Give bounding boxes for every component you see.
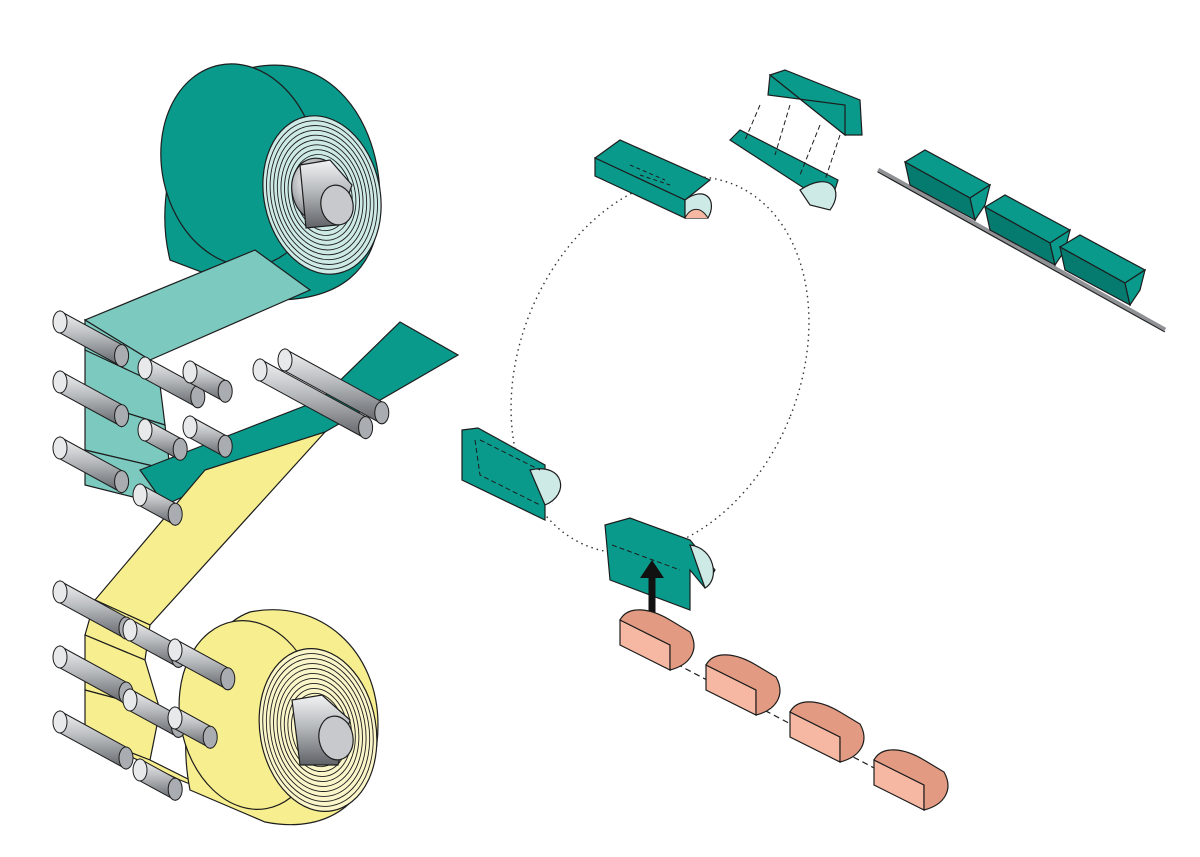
- guide-roller: [137, 356, 206, 409]
- wrapper-piece-left: [461, 427, 562, 521]
- yellow-film-roll: [178, 609, 379, 826]
- winding-ring: [276, 134, 368, 256]
- wrapped-product: [903, 149, 992, 222]
- wrapper-piece-bottom: [604, 517, 716, 611]
- guide-roller: [122, 618, 186, 669]
- guide-roller: [167, 638, 236, 691]
- guide-roller: [182, 360, 233, 404]
- product-piece: [873, 749, 949, 811]
- winding-ring: [265, 658, 371, 802]
- winding-ring: [269, 125, 375, 265]
- wrapped-product: [1058, 234, 1147, 307]
- guide-roller: [252, 358, 374, 440]
- guide-roller: [137, 418, 188, 462]
- conveyor-belt: [876, 167, 1167, 333]
- rotary-forming-cycle: [461, 69, 863, 640]
- guide-roller: [277, 348, 390, 425]
- winding-ring: [273, 668, 363, 792]
- guide-roller: [167, 706, 218, 750]
- teal-roll-hub-icon: [291, 157, 354, 229]
- guide-roller: [52, 710, 134, 770]
- winding-ring: [273, 129, 371, 261]
- forming-path-dotted-ellipse: [510, 176, 810, 554]
- guide-roller: [132, 483, 183, 527]
- winding-ring: [276, 673, 360, 787]
- salmon-product-pieces: [619, 609, 949, 811]
- product-piece: [789, 701, 865, 763]
- winding-ring: [283, 682, 353, 778]
- product-piece: [705, 654, 781, 716]
- guide-roller: [182, 415, 233, 459]
- guide-roller: [52, 436, 130, 494]
- winding-ring: [287, 149, 357, 241]
- winding-ring: [262, 653, 374, 807]
- wrapper-piece-top-left: [593, 139, 713, 219]
- teal-film-roll: [160, 63, 382, 301]
- guide-roller: [132, 758, 183, 802]
- wrapper-piece-top-right: [729, 69, 863, 211]
- yellow-roll-hub-icon: [291, 694, 354, 766]
- winding-ring: [266, 120, 378, 270]
- steel-guide-rollers: [52, 310, 390, 802]
- winding-ring: [284, 144, 360, 246]
- guide-roller: [52, 310, 130, 368]
- winding-ring: [269, 663, 367, 797]
- wrapped-products-on-conveyor: [876, 149, 1167, 333]
- winding-ring: [280, 139, 364, 251]
- product-piece: [619, 609, 695, 671]
- winding-ring: [280, 678, 356, 782]
- guide-roller: [52, 370, 130, 428]
